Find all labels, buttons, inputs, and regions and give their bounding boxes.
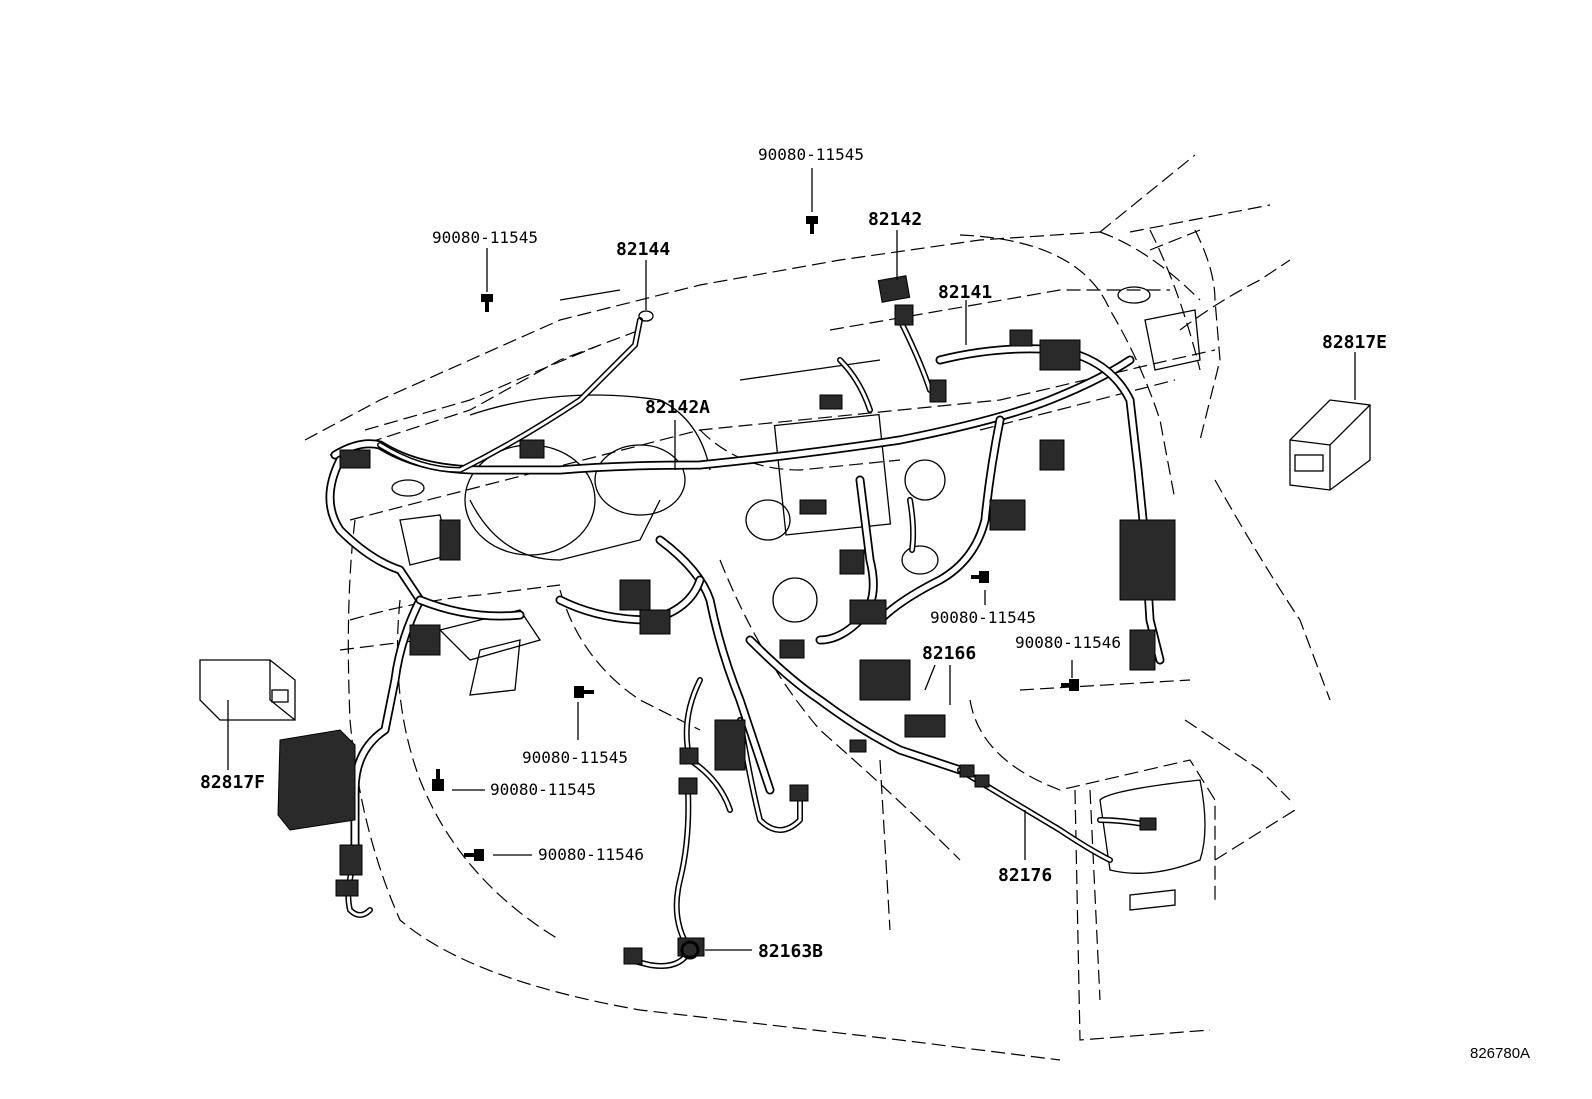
diagram-code: 826780A bbox=[1470, 1045, 1530, 1062]
label-82142A: 82142A bbox=[645, 397, 710, 418]
bolts bbox=[432, 216, 1079, 861]
bolt-icon bbox=[432, 769, 444, 791]
connectors bbox=[335, 275, 1176, 965]
label-82817F: 82817F bbox=[200, 772, 265, 793]
leader-lines bbox=[227, 168, 1356, 960]
label-bolt-right-11546: 90080-11546 bbox=[1015, 633, 1121, 652]
relay-block-82817f bbox=[199, 659, 356, 831]
label-bolt-left-11546: 90080-11546 bbox=[538, 845, 644, 864]
bolt-icon bbox=[806, 216, 818, 234]
label-82817E: 82817E bbox=[1322, 332, 1387, 353]
label-bolt-top-left: 90080-11545 bbox=[432, 228, 538, 247]
label-82142: 82142 bbox=[868, 209, 922, 230]
label-bolt-left-lower: 90080-11545 bbox=[490, 780, 596, 799]
label-bolt-mid-right: 90080-11545 bbox=[930, 608, 1036, 627]
label-82163B: 82163B bbox=[758, 941, 823, 962]
label-bolt-center-lower: 90080-11545 bbox=[522, 748, 628, 767]
instrument-panel-shapes bbox=[391, 286, 1206, 911]
relay-block-82817e bbox=[1289, 399, 1371, 491]
label-82176: 82176 bbox=[998, 865, 1052, 886]
bolt-icon bbox=[481, 294, 493, 312]
bolt-icon bbox=[971, 571, 989, 583]
label-82141: 82141 bbox=[938, 282, 992, 303]
secondary-wires bbox=[345, 317, 1153, 969]
part-labels: 90080-11545 90080-11545 82144 82142 8214… bbox=[200, 145, 1530, 1062]
bolt-icon bbox=[1061, 679, 1079, 691]
bolt-icon bbox=[574, 686, 594, 698]
label-82144: 82144 bbox=[616, 239, 670, 260]
dashboard-outline bbox=[304, 154, 1331, 1061]
label-82166: 82166 bbox=[922, 643, 976, 664]
bolt-icon bbox=[464, 849, 484, 861]
label-bolt-top-center: 90080-11545 bbox=[758, 145, 864, 164]
